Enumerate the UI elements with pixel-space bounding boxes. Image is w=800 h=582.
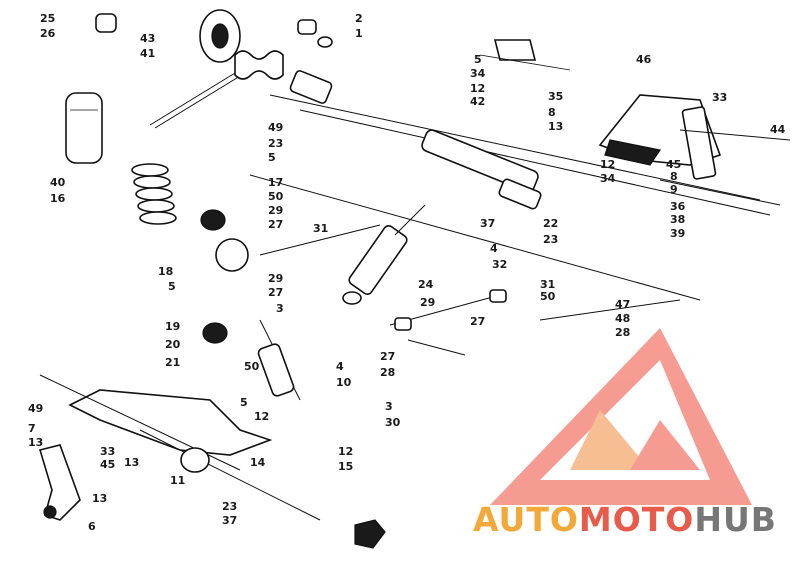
shock-boot [65,92,103,164]
callout-label: 19 [165,320,180,333]
callout-label: 29 [420,296,435,309]
callout-label: 48 [615,312,630,325]
callout-label: 50 [540,290,556,303]
callout-label: 45 [666,158,681,171]
wordmark-part-1: AUTO [473,500,579,539]
callout-label: 11 [170,474,185,487]
callout-label: 10 [336,376,352,389]
callout-label: 8 [670,170,678,183]
callout-label: 12 [338,445,353,458]
callout-label: 3 [385,400,393,413]
shock-absorber [342,204,426,305]
wordmark-part-3: HUB [694,500,777,539]
callout-label: 12 [600,158,615,171]
callout-label: 28 [380,366,395,379]
callout-label: 3 [276,302,284,315]
callout-label: 31 [540,278,555,291]
callout-label: 34 [600,172,616,185]
callout-label: 35 [548,90,563,103]
main-shaft [249,70,771,321]
torsion-spring [149,50,284,129]
callout-label: 1 [355,27,363,40]
idler-wheel [95,9,333,63]
callout-label: 37 [222,514,237,527]
callout-label: 34 [470,67,486,80]
callout-label: 16 [50,192,66,205]
coil-spring [131,163,177,225]
link-rod [257,319,301,401]
callout-label: 46 [636,53,652,66]
callout-label: 27 [268,218,283,231]
rear-bracket [598,94,791,206]
callout-label: 29 [268,272,283,285]
callout-label: 23 [268,137,283,150]
callout-label: 18 [158,265,173,278]
callout-label: 23 [222,500,237,513]
callout-label: 23 [543,233,558,246]
callout-label: 49 [268,121,283,134]
callout-label: 29 [268,204,283,217]
callout-label: 33 [712,91,727,104]
callout-label: 7 [28,422,36,435]
callout-label: 45 [100,458,115,471]
top-bracket-plate [479,39,571,71]
watermark-wordmark: AUTOMOTOHUB [473,500,777,539]
callout-label: 5 [474,53,482,66]
callout-label: 37 [480,217,495,230]
callout-label: 17 [268,176,283,189]
callout-label: 36 [670,200,686,213]
callout-label: 8 [548,106,556,119]
callout-label: 5 [240,396,248,409]
callout-label: 13 [124,456,139,469]
callout-label: 27 [380,350,395,363]
rocker-arm [38,444,81,521]
rubber-stops [200,209,249,344]
callout-label: 50 [268,190,284,203]
callout-label: 28 [615,326,630,339]
callout-label: 5 [268,151,276,164]
callout-label: 47 [615,298,630,311]
callout-label: 22 [543,217,558,230]
mount-clip [354,519,386,549]
callout-labels: 25 26 2 1 43 41 5 46 34 12 42 35 8 33 13… [28,12,786,533]
callout-label: 43 [140,32,155,45]
callout-label: 4 [490,242,498,255]
callout-label: 14 [250,456,266,469]
wordmark-part-2: MOTO [578,500,695,539]
callout-label: 15 [338,460,353,473]
callout-label: 2 [355,12,363,25]
callout-label: 40 [50,176,66,189]
callout-label: 21 [165,356,180,369]
callout-label: 6 [88,520,96,533]
callout-label: 31 [313,222,328,235]
callout-label: 49 [28,402,43,415]
watermark-logo-icon [490,328,752,505]
callout-label: 24 [418,278,434,291]
callout-label: 27 [470,315,485,328]
callout-label: 27 [268,286,283,299]
callout-label: 9 [670,183,678,196]
callout-label: 30 [385,416,401,429]
callout-label: 38 [670,213,685,226]
callout-label: 12 [470,82,485,95]
callout-label: 12 [254,410,269,423]
callout-label: 39 [670,227,685,240]
lower-struts [259,224,507,356]
callout-label: 13 [548,120,563,133]
callout-label: 50 [244,360,260,373]
callout-label: 32 [492,258,507,271]
callout-label: 44 [770,123,786,136]
front-swing-arm [39,374,321,521]
callout-label: 20 [165,338,181,351]
callout-label: 13 [28,436,43,449]
callout-label: 4 [336,360,344,373]
callout-label: 5 [168,280,176,293]
callout-label: 25 [40,12,55,25]
callout-label: 26 [40,27,56,40]
callout-label: 33 [100,445,115,458]
callout-label: 13 [92,492,107,505]
callout-label: 41 [140,47,155,60]
callout-label: 42 [470,95,485,108]
